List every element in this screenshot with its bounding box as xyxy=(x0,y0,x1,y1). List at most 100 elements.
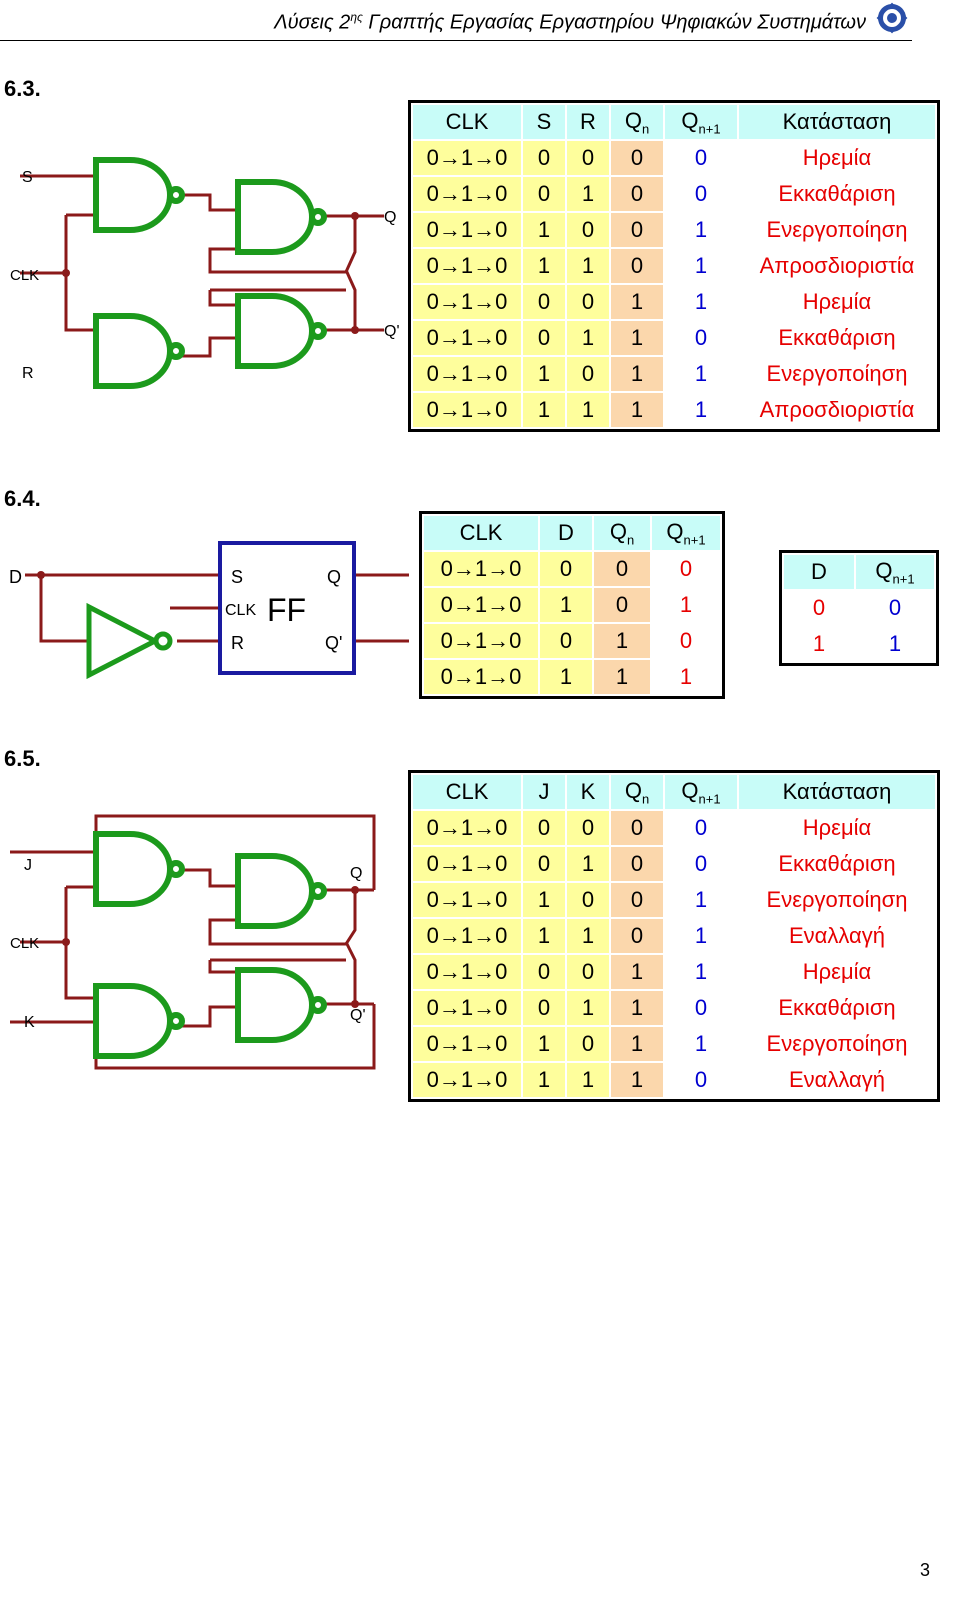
cell-j: 0 xyxy=(521,845,567,883)
cell-j: 1 xyxy=(521,1061,567,1099)
cell-clk: 0→1→0 xyxy=(411,175,523,213)
cell-r: 1 xyxy=(565,319,611,357)
col-qn: Qn xyxy=(609,103,665,141)
sr-clk-label: CLK xyxy=(10,267,39,284)
sr-r-label: R xyxy=(22,365,34,382)
cell-qn1: 1 xyxy=(650,658,722,696)
cell-qn1: 1 xyxy=(663,391,739,429)
col-clk: CLK xyxy=(411,103,523,141)
cell-clk: 0→1→0 xyxy=(411,247,523,285)
cell-s: 1 xyxy=(521,355,567,393)
cell-k: 0 xyxy=(565,1025,611,1063)
cell-qn1: 1 xyxy=(663,1025,739,1063)
cell-k: 0 xyxy=(565,809,611,847)
col-j: J xyxy=(521,773,567,811)
cell-clk: 0→1→0 xyxy=(411,1025,523,1063)
col-k: K xyxy=(565,773,611,811)
ff-q-label: Q xyxy=(327,567,341,587)
cell-r: 1 xyxy=(565,175,611,213)
sr-s-label: S xyxy=(22,169,33,186)
cell-qn1: 1 xyxy=(663,283,739,321)
col-qn1: Qn+1 xyxy=(854,553,936,591)
cell-state: Εναλλαγή xyxy=(737,917,937,955)
d-input-label: D xyxy=(9,567,22,587)
cell-qn: 0 xyxy=(609,139,665,177)
cell-qn1: 0 xyxy=(854,589,936,627)
col-d: D xyxy=(538,514,594,552)
col-r: R xyxy=(565,103,611,141)
cell-state: Ενεργοποίηση xyxy=(737,211,937,249)
cell-qn1: 1 xyxy=(663,355,739,393)
cell-r: 0 xyxy=(565,283,611,321)
cell-clk: 0→1→0 xyxy=(411,917,523,955)
cell-qn: 1 xyxy=(592,658,652,696)
cell-state: Απροσδιοριστία xyxy=(737,391,937,429)
cell-r: 0 xyxy=(565,355,611,393)
cell-clk: 0→1→0 xyxy=(422,550,540,588)
ff-qn-label: Q' xyxy=(325,633,342,653)
cell-s: 1 xyxy=(521,247,567,285)
section-6-4-label: 6.4. xyxy=(4,486,41,511)
col-d: D xyxy=(782,553,856,591)
cell-qn1: 0 xyxy=(650,550,722,588)
cell-qn1: 1 xyxy=(663,953,739,991)
cell-k: 1 xyxy=(565,845,611,883)
cell-s: 0 xyxy=(521,175,567,213)
col-clk: CLK xyxy=(422,514,540,552)
cell-qn1: 0 xyxy=(663,989,739,1027)
cell-clk: 0→1→0 xyxy=(411,809,523,847)
cell-qn1: 0 xyxy=(663,1061,739,1099)
cell-clk: 0→1→0 xyxy=(411,845,523,883)
cell-state: Ενεργοποίηση xyxy=(737,881,937,919)
cell-qn1: 0 xyxy=(663,845,739,883)
ff-box xyxy=(218,541,356,675)
col-s: S xyxy=(521,103,567,141)
jk-q-label: Q xyxy=(350,865,362,882)
cell-state: Ενεργοποίηση xyxy=(737,355,937,393)
cell-j: 1 xyxy=(521,917,567,955)
cell-state: Ηρεμία xyxy=(737,139,937,177)
cell-state: Ηρεμία xyxy=(737,809,937,847)
cell-qn1: 0 xyxy=(663,319,739,357)
cell-state: Εναλλαγή xyxy=(737,1061,937,1099)
cell-qn: 0 xyxy=(592,550,652,588)
cell-qn: 0 xyxy=(609,211,665,249)
cell-qn1: 0 xyxy=(650,622,722,660)
cell-qn: 1 xyxy=(609,391,665,429)
ff-clk-label: CLK xyxy=(225,602,256,619)
cell-qn: 0 xyxy=(609,175,665,213)
cell-r: 0 xyxy=(565,139,611,177)
cell-j: 1 xyxy=(521,881,567,919)
cell-s: 1 xyxy=(521,391,567,429)
cell-state: Απροσδιοριστία xyxy=(737,247,937,285)
ff-r-label: R xyxy=(231,633,244,653)
cell-state: Εκκαθάριση xyxy=(737,845,937,883)
jk-j-label: J xyxy=(24,857,32,874)
jk-clk-label: CLK xyxy=(10,935,39,952)
cell-qn: 0 xyxy=(609,809,665,847)
jk-k-label: K xyxy=(24,1014,35,1031)
page-number: 3 xyxy=(919,1560,930,1580)
cell-r: 1 xyxy=(565,391,611,429)
cell-s: 1 xyxy=(521,211,567,249)
cell-qn: 1 xyxy=(609,953,665,991)
cell-d: 0 xyxy=(782,589,856,627)
col-qn1: Qn+1 xyxy=(663,773,739,811)
cell-clk: 0→1→0 xyxy=(411,989,523,1027)
header-title: Λύσεις 2ης Γραπτής Εργασίας Εργαστηρίου … xyxy=(274,10,866,34)
cell-s: 0 xyxy=(521,139,567,177)
cell-qn1: 1 xyxy=(663,917,739,955)
cell-d: 0 xyxy=(538,550,594,588)
cell-qn: 0 xyxy=(609,247,665,285)
cell-qn1: 1 xyxy=(854,625,936,663)
